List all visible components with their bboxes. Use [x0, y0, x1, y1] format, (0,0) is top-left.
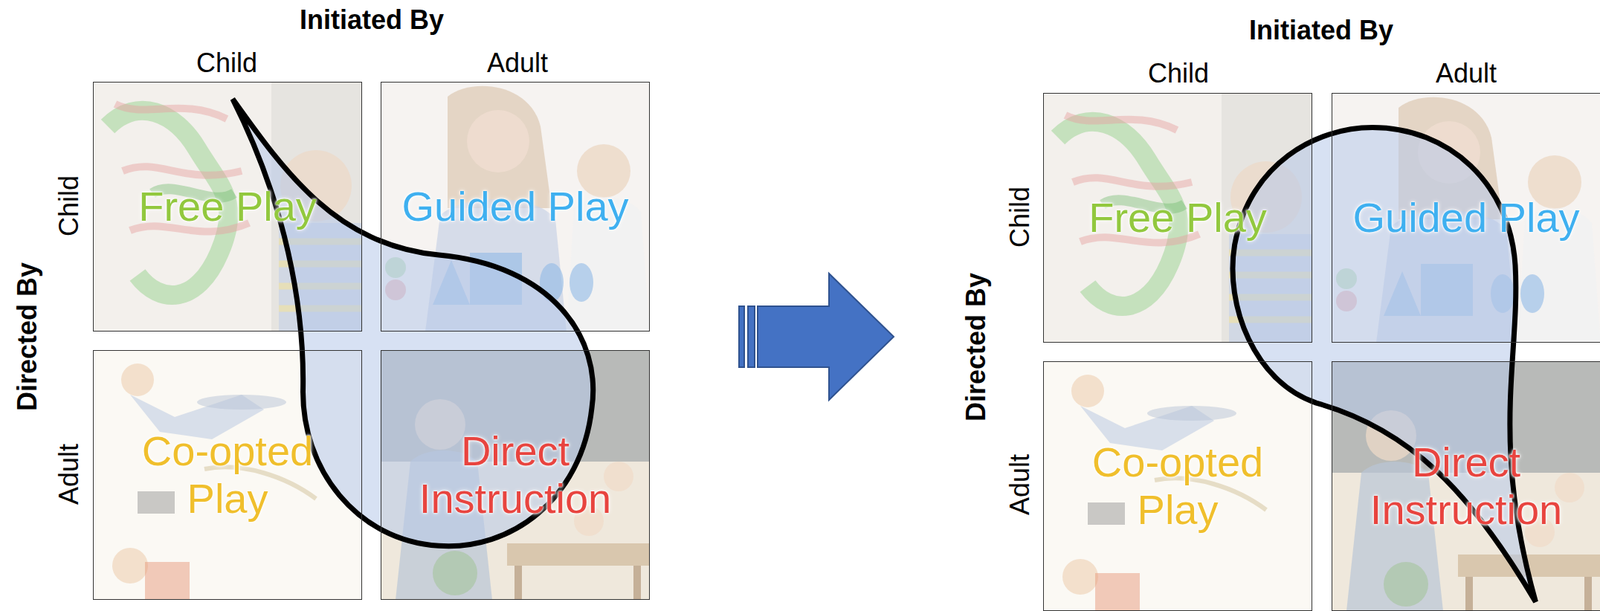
- free-play-box: Free Play: [1043, 92, 1313, 343]
- quadrant-label: Guided Play: [1352, 194, 1580, 242]
- quadrant-label: Guided Play: [401, 182, 629, 231]
- axis-title: Initiated By: [1249, 14, 1394, 47]
- row-header: Adult: [1004, 454, 1036, 516]
- row-header: Adult: [53, 443, 85, 505]
- quadrant-label: Co-opted Play: [1058, 438, 1297, 535]
- direct-instruction-box: Direct Instruction: [1331, 361, 1600, 611]
- column-header: Child: [1147, 57, 1209, 90]
- quadrant-label: Free Play: [138, 182, 317, 231]
- quadrant-label: Direct Instruction: [396, 427, 635, 524]
- free-play-box: Free Play: [92, 81, 363, 332]
- quadrant-label: Free Play: [1088, 194, 1267, 242]
- axis-title: Directed By: [960, 272, 992, 422]
- direct-instruction-box: Direct Instruction: [380, 350, 650, 600]
- coopted-play-box: Co-opted Play: [1043, 361, 1313, 611]
- column-header: Adult: [1435, 57, 1497, 90]
- guided-play-box: Guided Play: [1331, 92, 1600, 343]
- coopted-play-box: Co-opted Play: [92, 350, 363, 600]
- coopted-play-picture: [1043, 361, 1313, 611]
- block-arrow: [739, 273, 894, 400]
- quadrant-label: Co-opted Play: [108, 427, 347, 524]
- column-header: Adult: [486, 47, 548, 79]
- guided-play-box: Guided Play: [380, 81, 650, 332]
- axis-title: Directed By: [11, 262, 44, 412]
- arrow-bar: [739, 306, 745, 368]
- quadrant-label: Direct Instruction: [1347, 438, 1586, 535]
- row-header: Child: [1004, 186, 1036, 248]
- column-header: Child: [196, 47, 258, 79]
- arrow-body: [757, 273, 894, 400]
- axis-title: Initiated By: [299, 4, 444, 36]
- arrow-bar: [747, 306, 755, 368]
- teardrop-group: [232, 98, 1537, 603]
- row-header: Child: [53, 175, 85, 237]
